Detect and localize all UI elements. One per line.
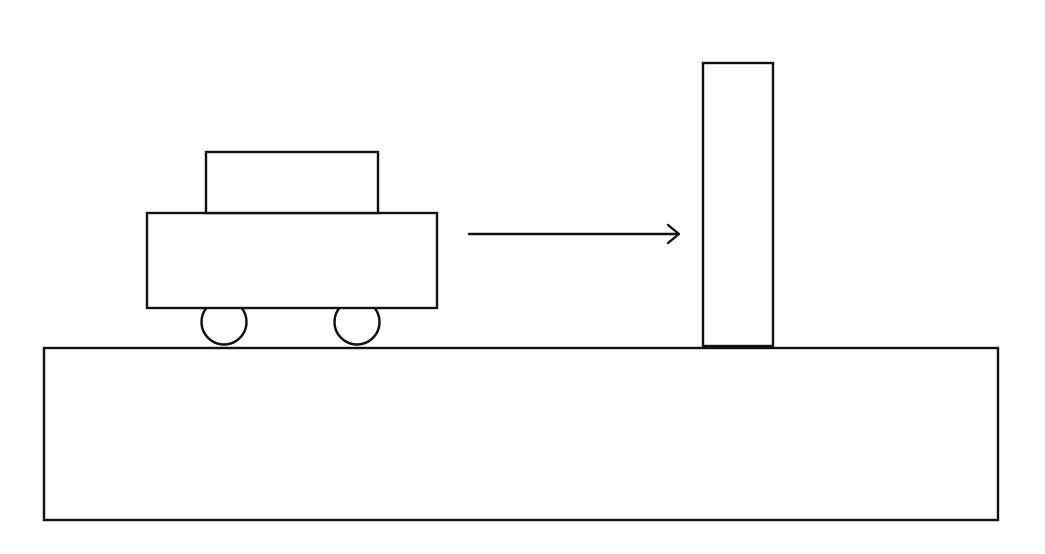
motion-arrow-head: [666, 223, 681, 245]
table-surface: [42, 346, 1000, 522]
motion-arrow: [467, 223, 681, 245]
cart-body: [145, 211, 439, 310]
cart-load-block: [204, 150, 380, 215]
wall-post: [701, 61, 775, 348]
